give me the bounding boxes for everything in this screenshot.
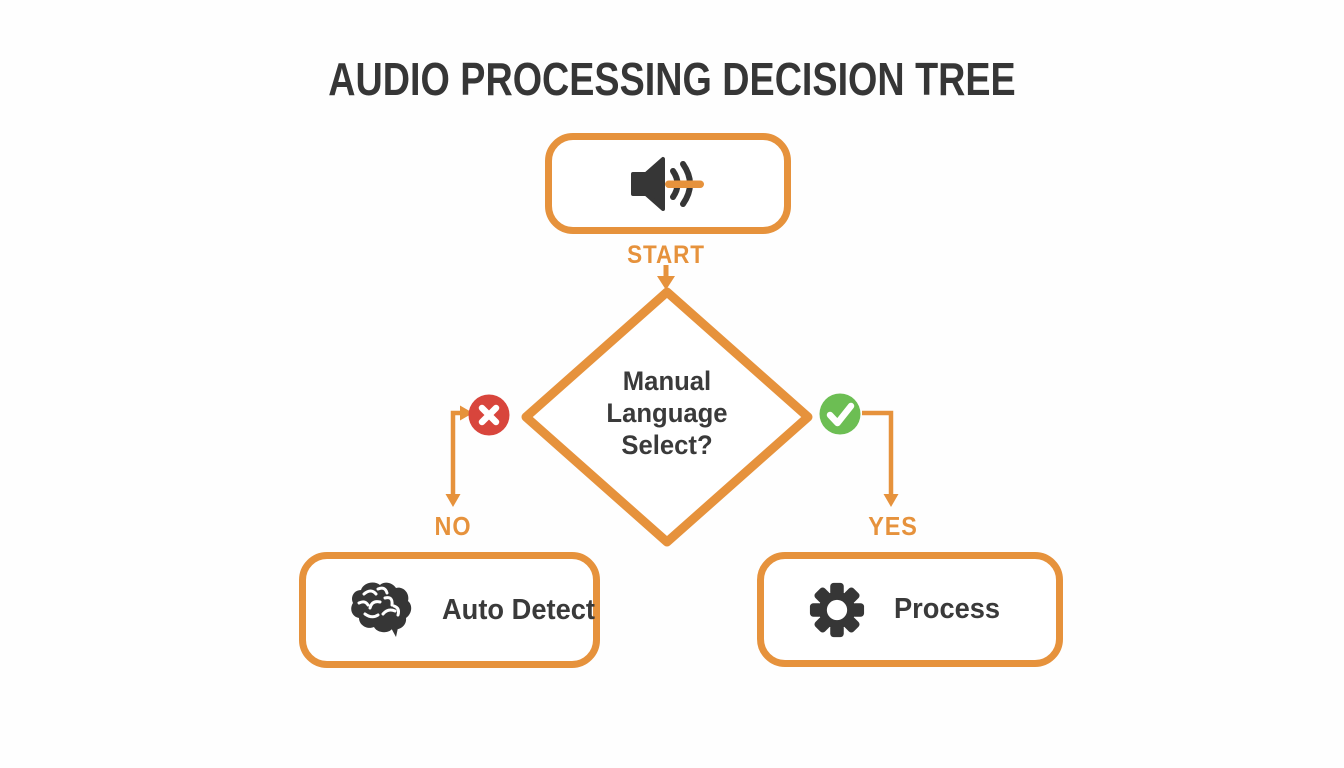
start-label: START xyxy=(627,241,705,269)
decision-question: Manual Language Select? xyxy=(606,366,728,460)
yes-branch-label: YES xyxy=(868,511,918,541)
brain-icon xyxy=(351,582,412,637)
start-to-decision-arrow xyxy=(657,265,675,290)
process-node: Process xyxy=(757,552,1063,667)
page-title: AUDIO PROCESSING DECISION TREE xyxy=(328,53,1016,105)
yes-branch-arrow xyxy=(862,410,899,507)
check-circle-icon xyxy=(819,393,861,435)
gear-icon xyxy=(809,582,865,637)
auto-detect-label: Auto Detect xyxy=(442,593,595,626)
x-circle-icon xyxy=(468,394,510,436)
decision-diamond xyxy=(521,287,813,547)
speaker-audio-icon xyxy=(631,156,704,211)
no-branch-arrow xyxy=(445,405,473,507)
start-node xyxy=(545,133,791,234)
process-label: Process xyxy=(894,593,1001,625)
auto-detect-node: Auto Detect xyxy=(299,552,600,668)
no-branch-label: NO xyxy=(434,511,472,541)
